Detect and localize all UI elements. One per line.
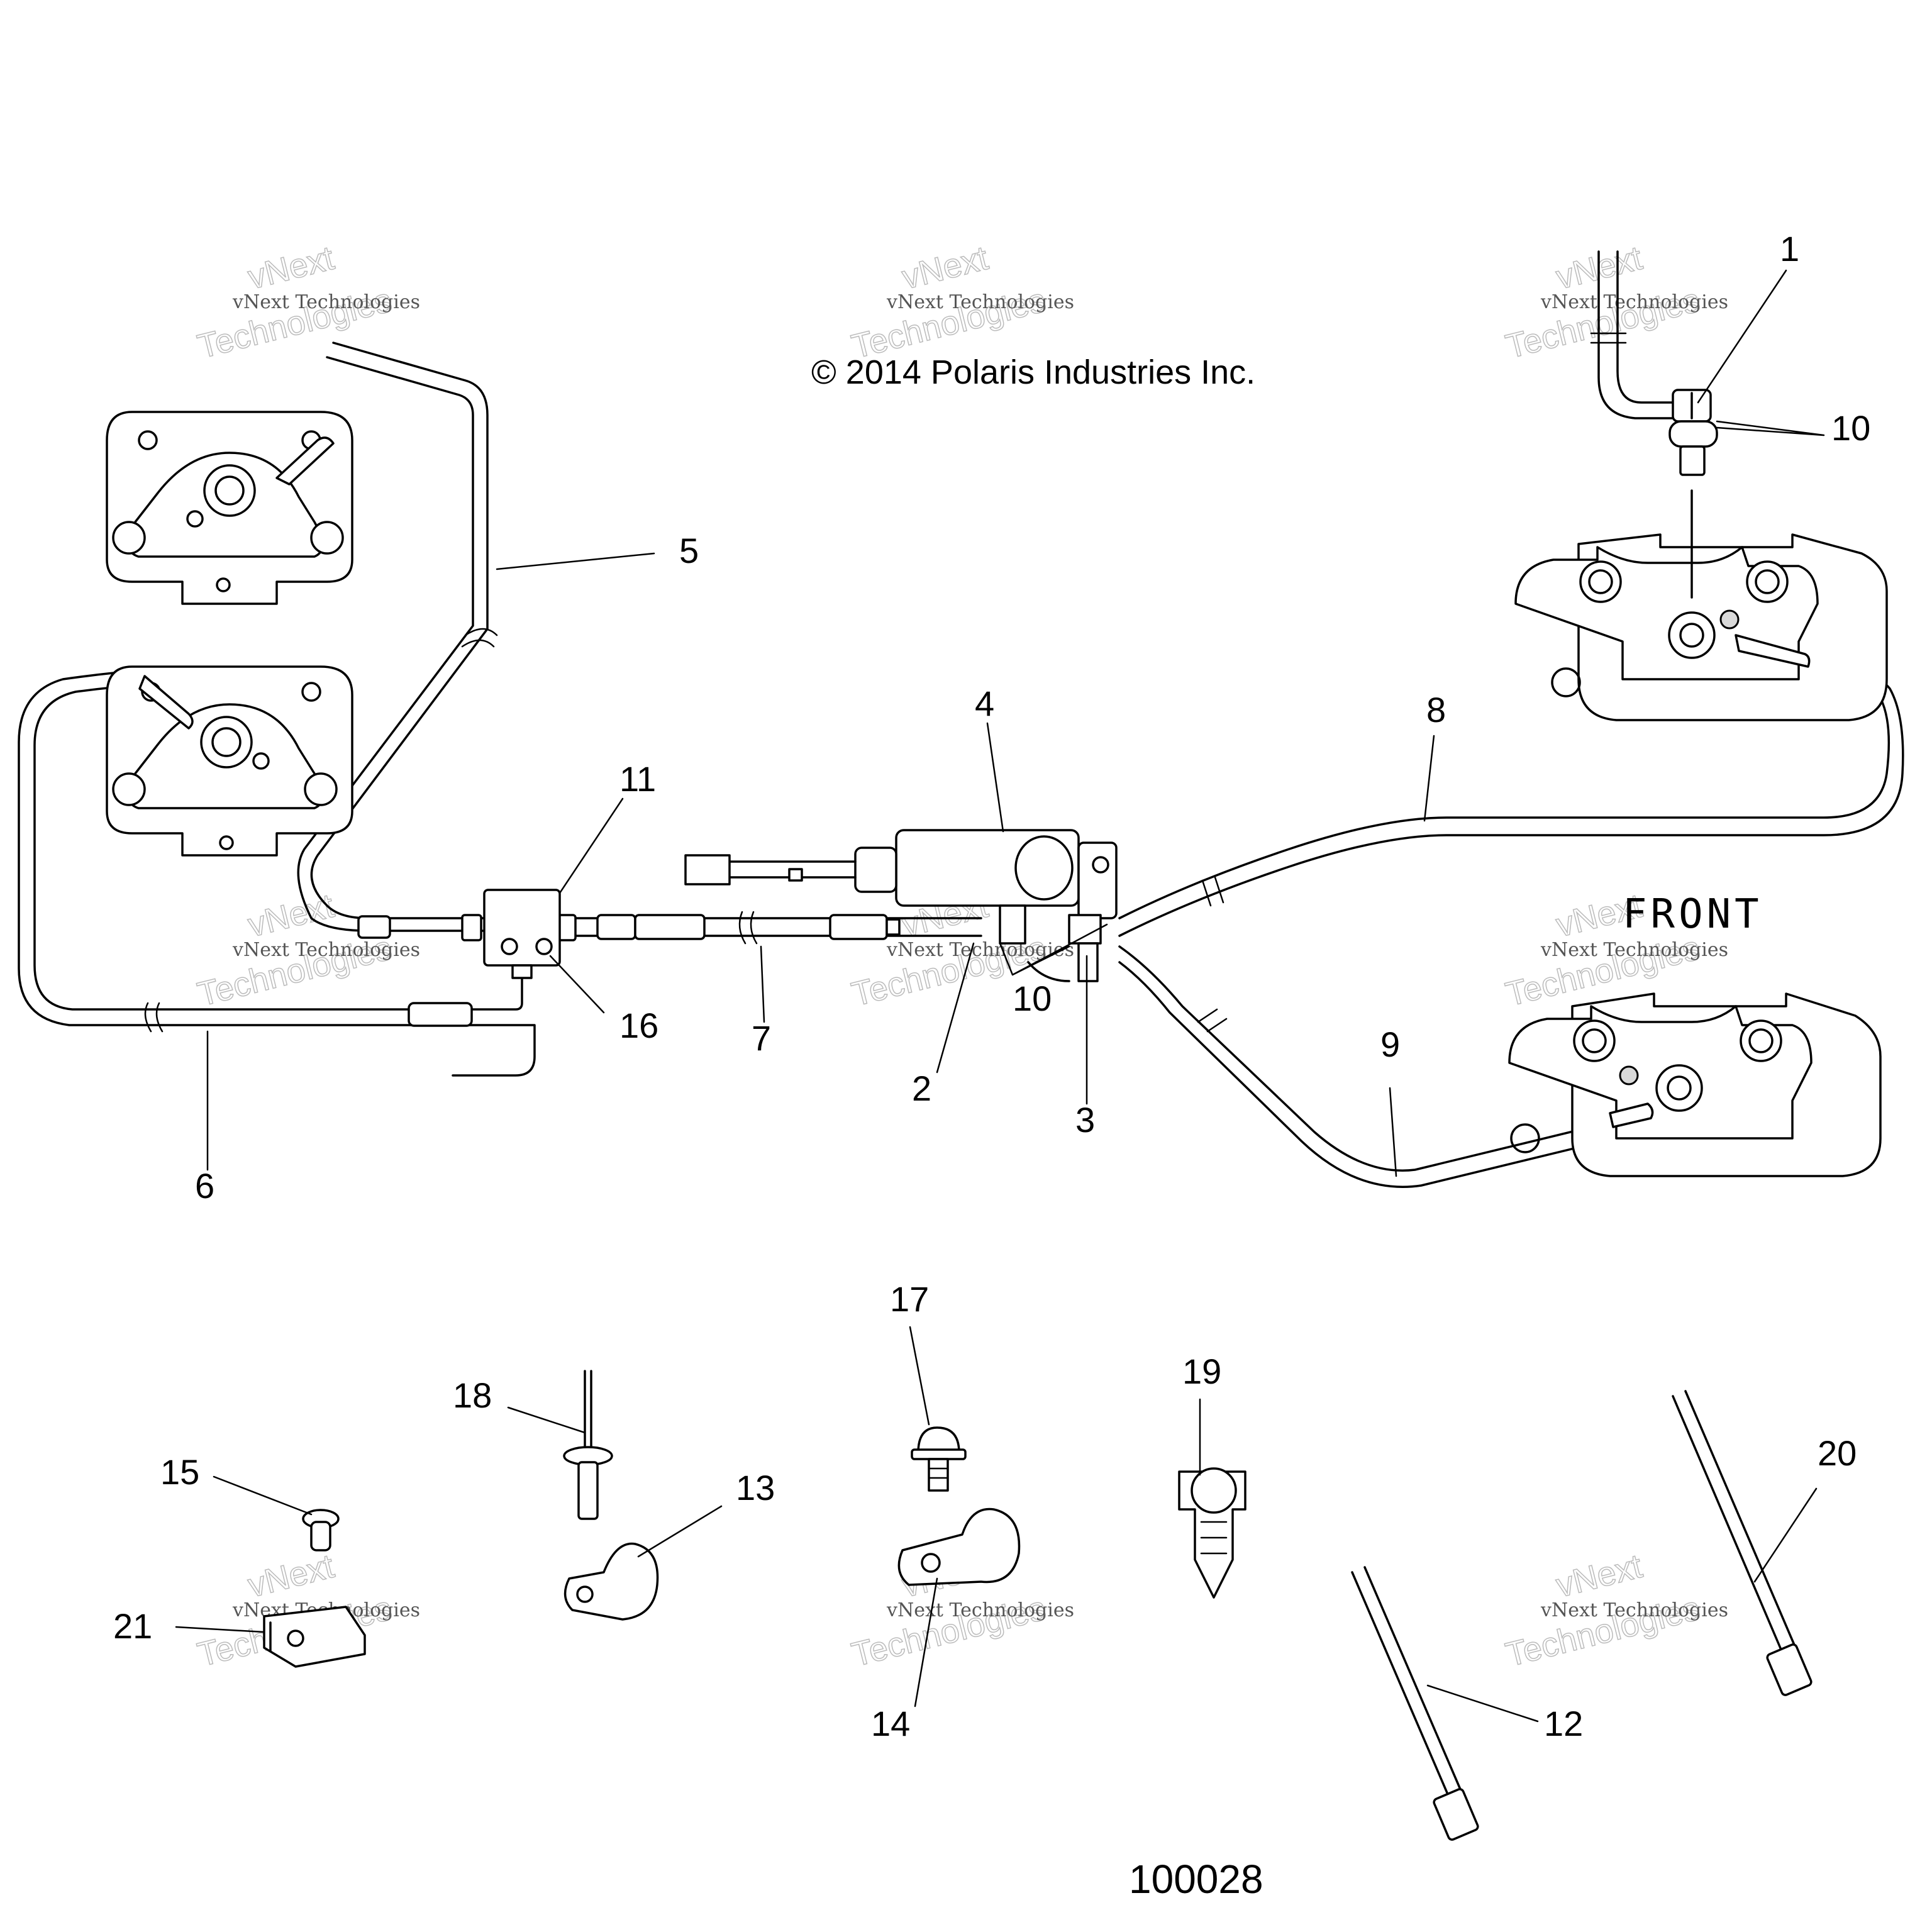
svg-text:vNext: vNext (1552, 1547, 1645, 1605)
brake-line-top-right (1590, 250, 1699, 419)
callout-18: 18 (453, 1375, 492, 1415)
callout-7: 7 (752, 1018, 771, 1058)
svg-text:vNext Technologies: vNext Technologies (886, 1599, 1074, 1621)
callout-17: 17 (890, 1279, 929, 1319)
junction-block (483, 889, 561, 979)
line-fittings (357, 914, 901, 1027)
rear-caliper-lower (106, 665, 353, 857)
clip-21 (263, 1606, 366, 1668)
master-cylinder (684, 829, 1118, 982)
callout-1: 1 (1780, 229, 1799, 269)
callout-11: 11 (619, 759, 656, 799)
callout-2: 2 (912, 1069, 931, 1108)
front-caliper-lower (1508, 992, 1882, 1177)
watermark-bottom-right: Technologies vNext vNext Technologies (1502, 1546, 1728, 1674)
leader-lines (175, 269, 1825, 1723)
front-caliper-upper (1514, 489, 1888, 721)
svg-text:vNext Technologies: vNext Technologies (886, 291, 1074, 313)
callout-4: 4 (975, 684, 994, 723)
watermark-top-right: Technologies vNext vNext Technologies (1502, 238, 1728, 366)
rivet-18 (563, 1370, 613, 1520)
svg-text:vNext Technologies: vNext Technologies (886, 939, 1074, 961)
banjo-bolt-assembly (1668, 389, 1718, 476)
callout-numbers: 1 10 5 4 8 11 16 7 2 10 3 9 6 17 18 19 2… (113, 229, 1870, 1743)
callout-19: 19 (1182, 1352, 1221, 1391)
cable-tie-20 (1672, 1390, 1813, 1696)
svg-text:vNext: vNext (898, 239, 991, 297)
brake-line-5 (297, 341, 498, 932)
rivet-15 (302, 1509, 340, 1552)
callout-10-top: 10 (1831, 408, 1870, 448)
watermark-top-center: Technologies vNext vNext Technologies (848, 238, 1074, 366)
callout-14: 14 (871, 1704, 910, 1743)
callout-21: 21 (113, 1606, 152, 1646)
callout-9: 9 (1380, 1024, 1400, 1064)
clip-19 (1178, 1467, 1246, 1599)
watermark-top-left: Technologies vNext vNext Technologies (194, 238, 420, 366)
p-clamp-14 (897, 1507, 1021, 1586)
svg-text:vNext Technologies: vNext Technologies (1540, 291, 1728, 313)
front-label: FRONT (1623, 891, 1763, 938)
bolt-17 (911, 1426, 967, 1492)
copyright-notice: © 2014 Polaris Industries Inc. (811, 353, 1255, 391)
callout-3: 3 (1075, 1100, 1095, 1140)
svg-text:vNext Technologies: vNext Technologies (1540, 1599, 1728, 1621)
diagram-number: 100028 (1129, 1857, 1263, 1902)
watermark-mid-left: Technologies vNext vNext Technologies (194, 886, 420, 1014)
callout-20: 20 (1818, 1433, 1857, 1473)
svg-text:vNext: vNext (244, 239, 337, 297)
svg-text:vNext Technologies: vNext Technologies (232, 291, 420, 313)
callout-13: 13 (736, 1468, 775, 1507)
callout-16: 16 (619, 1006, 658, 1045)
svg-text:vNext: vNext (244, 887, 337, 945)
callout-15: 15 (160, 1452, 199, 1492)
brake-line-9 (1118, 945, 1643, 1188)
p-clamp-13 (564, 1542, 659, 1621)
callout-5: 5 (679, 531, 699, 570)
svg-text:vNext Technologies: vNext Technologies (1540, 939, 1728, 961)
rear-caliper-upper (106, 411, 353, 605)
svg-text:vNext: vNext (244, 1547, 337, 1605)
callout-10-mid: 10 (1013, 979, 1052, 1018)
callout-8: 8 (1426, 690, 1446, 730)
callout-6: 6 (195, 1166, 214, 1206)
cable-tie-12 (1351, 1566, 1479, 1841)
svg-text:vNext Technologies: vNext Technologies (232, 939, 420, 961)
callout-12: 12 (1544, 1704, 1583, 1743)
